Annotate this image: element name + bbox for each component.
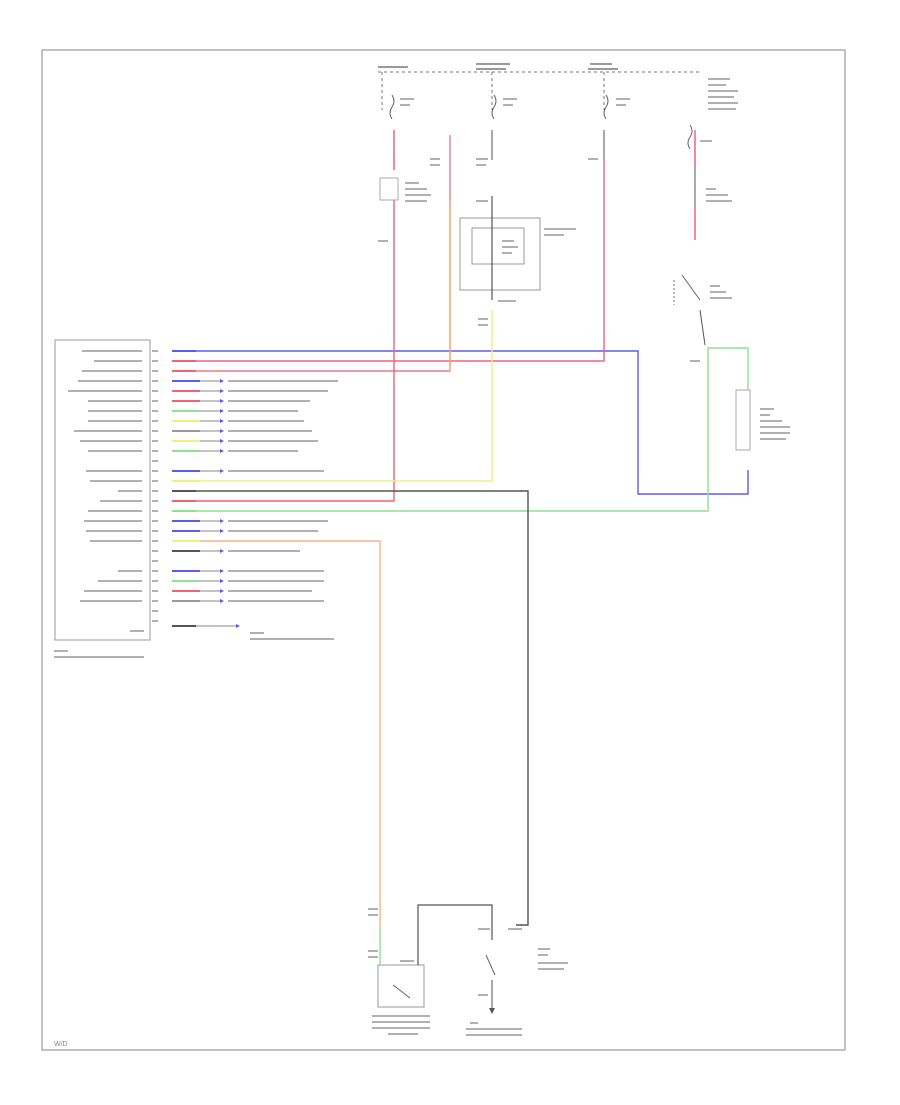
fuse-2-icon: [491, 94, 497, 120]
switch-contact-icon: [681, 274, 701, 301]
fuse-4-icon: [687, 124, 693, 150]
wire-green-door: [196, 347, 749, 512]
wire-yellow-cluster: [200, 310, 493, 482]
instrument-cluster-box: [459, 217, 541, 291]
door-switch-icon: [735, 389, 751, 451]
bus-label-3: [590, 63, 612, 65]
left-module-pin-labels: [54, 350, 144, 658]
fuse-3-icon: [603, 94, 609, 120]
bus-label-2b: [476, 68, 506, 70]
connector-c1-icon: [379, 177, 399, 201]
cluster-inner-box: [471, 227, 525, 265]
wire-red-fuse1-long: [196, 200, 395, 502]
wire-bottom-link: [417, 904, 493, 965]
bus-label-1: [378, 66, 408, 68]
wire-blue-main: [196, 350, 749, 495]
wire-pink-row3: [196, 135, 451, 372]
bus-label-2: [476, 63, 510, 65]
bus-label-3b: [588, 68, 618, 70]
wire-red-fuse3: [196, 160, 605, 362]
pin-rows: [152, 350, 338, 640]
ground-icon: [489, 1008, 495, 1014]
bottom-switch-left-contact-icon: [392, 984, 411, 999]
left-control-module: [54, 339, 151, 641]
wire-lightorange-down: [200, 540, 381, 930]
fuse-1-icon: [389, 94, 395, 120]
bottom-switch-mid-contact-icon: [485, 954, 496, 976]
bottom-switch-left-box: [377, 964, 425, 1008]
diagram-border: [41, 49, 846, 1051]
footer-code: W/D: [54, 1041, 68, 1048]
wire-gray-ground: [196, 490, 529, 926]
